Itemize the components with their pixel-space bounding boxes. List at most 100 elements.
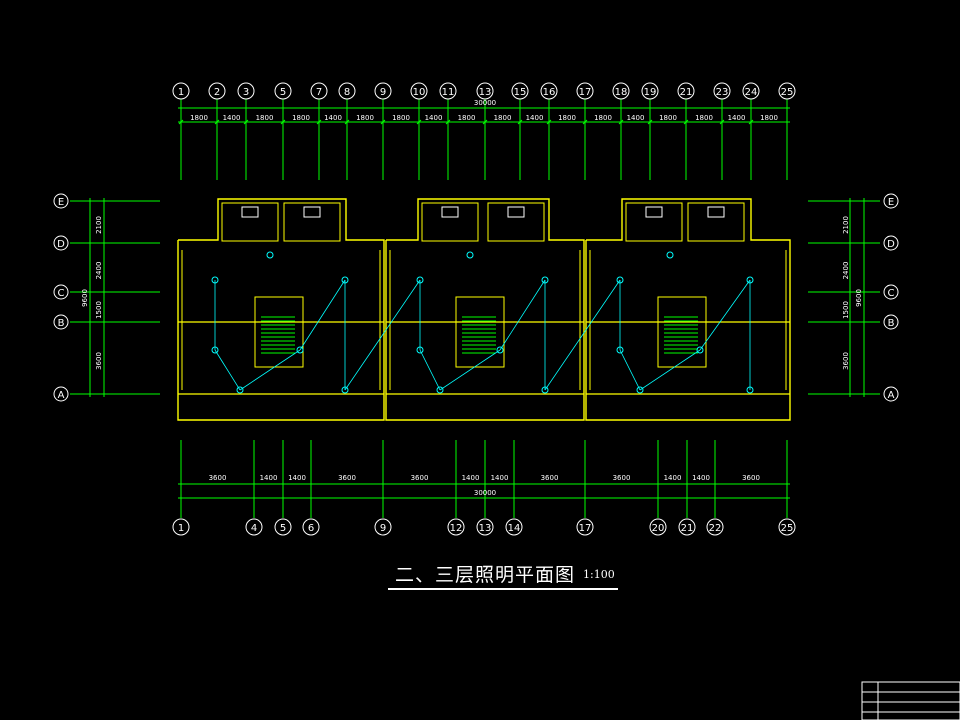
axis-bubble-bottom xyxy=(374,518,392,536)
drawing-title: 二、三层照明平面图 xyxy=(395,564,576,586)
sink-fixture xyxy=(241,206,259,218)
axis-bubble-top xyxy=(540,82,558,100)
light-fixture xyxy=(496,346,504,354)
axis-bubble-bottom xyxy=(678,518,696,536)
bathroom xyxy=(625,202,683,242)
axis-label-bottom: 14 xyxy=(508,523,521,534)
dim-left-segment: 2400 xyxy=(95,262,103,280)
dim-bottom-segment: 1400 xyxy=(260,474,278,482)
axis-label-left: B xyxy=(58,318,65,329)
axis-bubble-top xyxy=(778,82,796,100)
light-fixture xyxy=(696,346,704,354)
axis-bubble-top xyxy=(338,82,356,100)
axis-label-top: 11 xyxy=(442,87,455,98)
axis-label-top: 13 xyxy=(479,87,492,98)
axis-bubble-right xyxy=(883,386,899,402)
dim-tick-top xyxy=(416,119,422,125)
axis-label-top: 16 xyxy=(543,87,556,98)
axis-label-top: 19 xyxy=(644,87,657,98)
lighting-wire xyxy=(214,349,241,391)
axis-label-top: 3 xyxy=(243,87,249,98)
light-fixture xyxy=(236,386,244,394)
dim-right-segment: 2400 xyxy=(842,262,850,280)
axis-bubble-bottom xyxy=(274,518,292,536)
dim-tick-top xyxy=(344,119,350,125)
building-walls xyxy=(177,198,791,421)
axis-label-right: A xyxy=(888,390,895,401)
dim-tick-top xyxy=(316,119,322,125)
dim-top-total: 30000 xyxy=(474,99,496,107)
light-fixture xyxy=(296,346,304,354)
axis-label-right: C xyxy=(888,288,895,299)
axis-label-bottom: 25 xyxy=(781,523,794,534)
axis-bubble-bottom xyxy=(576,518,594,536)
axis-bubble-left xyxy=(53,314,69,330)
title-underline xyxy=(388,588,618,590)
dim-top-segment: 1800 xyxy=(494,114,512,122)
bathroom xyxy=(487,202,545,242)
light-fixture xyxy=(266,251,274,259)
axis-label-top: 2 xyxy=(214,87,220,98)
lighting-wire xyxy=(439,349,501,391)
axis-label-top: 23 xyxy=(716,87,729,98)
dim-right-segment: 3600 xyxy=(842,352,850,370)
dim-bottom-segment: 1400 xyxy=(288,474,306,482)
dim-top-segment: 1800 xyxy=(558,114,576,122)
axis-label-top: 18 xyxy=(615,87,628,98)
dim-tick-top xyxy=(482,119,488,125)
dim-right-segment: 2100 xyxy=(842,216,850,234)
axis-bubble-right xyxy=(883,193,899,209)
axis-label-top: 15 xyxy=(514,87,527,98)
axis-bubble-top xyxy=(713,82,731,100)
axis-label-top: 1 xyxy=(178,87,184,98)
dim-bottom-segment: 3600 xyxy=(613,474,631,482)
axis-bubble-top xyxy=(237,82,255,100)
bathroom xyxy=(283,202,341,242)
axis-label-top: 17 xyxy=(579,87,592,98)
axis-bubble-top xyxy=(476,82,494,100)
dim-right-total: 9600 xyxy=(855,289,863,307)
lighting-wire xyxy=(639,349,701,391)
dim-bottom-segment: 3600 xyxy=(742,474,760,482)
lighting-wire xyxy=(239,349,301,391)
axis-label-left: E xyxy=(58,197,64,208)
axis-bubble-left xyxy=(53,193,69,209)
dim-bottom-segment: 3600 xyxy=(411,474,429,482)
unit-outline-right xyxy=(585,198,791,421)
axis-label-bottom: 22 xyxy=(709,523,722,534)
bathroom xyxy=(687,202,745,242)
axis-label-bottom: 4 xyxy=(251,523,257,534)
axis-bubble-bottom xyxy=(778,518,796,536)
dim-bottom-segment: 3600 xyxy=(338,474,356,482)
dim-tick-top xyxy=(178,119,184,125)
axis-bubble-bottom xyxy=(505,518,523,536)
axis-bubble-bottom xyxy=(245,518,263,536)
lighting-wire xyxy=(544,279,621,391)
stair-well xyxy=(455,296,505,368)
axis-label-top: 25 xyxy=(781,87,794,98)
dim-top-segment: 1800 xyxy=(594,114,612,122)
lighting-wire xyxy=(299,279,346,351)
axis-bubble-top xyxy=(439,82,457,100)
unit-outline-left xyxy=(177,198,385,421)
axis-label-top: 7 xyxy=(316,87,322,98)
dim-left-total: 9600 xyxy=(81,289,89,307)
axis-bubble-top xyxy=(410,82,428,100)
axis-label-bottom: 6 xyxy=(308,523,314,534)
axis-label-bottom: 9 xyxy=(380,523,386,534)
dim-left-segment: 3600 xyxy=(95,352,103,370)
axis-bubble-top xyxy=(274,82,292,100)
lighting-wire xyxy=(619,349,641,391)
axis-bubble-left xyxy=(53,235,69,251)
dim-top-segment: 1400 xyxy=(324,114,342,122)
sink-fixture xyxy=(707,206,725,218)
dim-tick-top xyxy=(380,119,386,125)
axis-label-top: 9 xyxy=(380,87,386,98)
dim-tick-top xyxy=(582,119,588,125)
dim-top-segment: 1800 xyxy=(458,114,476,122)
dim-tick-top xyxy=(748,119,754,125)
axis-bubble-bottom xyxy=(172,518,190,536)
dim-tick-top xyxy=(214,119,220,125)
axis-bubble-bottom xyxy=(706,518,724,536)
